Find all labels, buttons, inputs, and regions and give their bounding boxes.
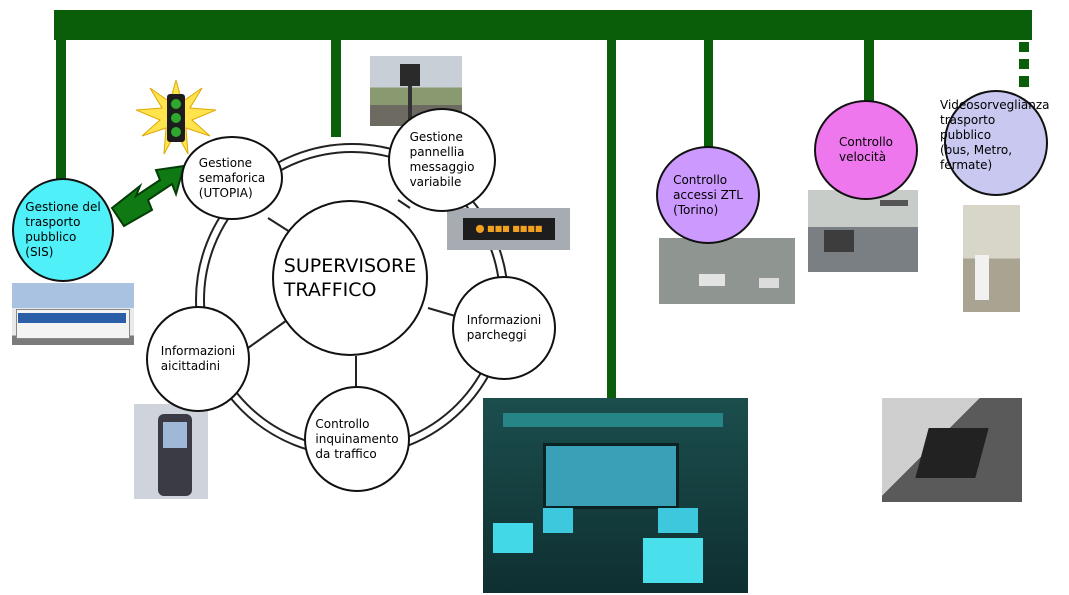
drop-line-controlroom bbox=[607, 40, 616, 398]
parcheggi-line: parcheggi bbox=[466, 328, 527, 342]
video-line: trasporto bbox=[940, 113, 996, 127]
drop-line-velocita bbox=[864, 40, 874, 102]
center-label-line1: SUPERVISORE bbox=[283, 255, 417, 277]
supervisore-traffico-node: SUPERVISORE TRAFFICO bbox=[272, 200, 428, 356]
video-line: (bus, Metro, bbox=[940, 143, 1013, 157]
bidirectional-arrow-icon bbox=[110, 164, 186, 228]
inquinamento-line: da traffico bbox=[315, 446, 377, 461]
drop-line-trasporto bbox=[56, 40, 66, 180]
video-line: pubblico bbox=[940, 128, 992, 142]
pannelli-line: pannellia bbox=[409, 145, 465, 159]
network-bus bbox=[54, 10, 1032, 40]
video-line: Videosorveglianza bbox=[940, 98, 1050, 112]
photo-phone bbox=[134, 404, 208, 499]
drop-line-video-dash-1 bbox=[1019, 42, 1029, 52]
inquinamento-line: Controllo bbox=[315, 416, 370, 431]
velocita-line: Controllo bbox=[838, 135, 894, 149]
trasporto-line: (SIS) bbox=[25, 245, 54, 259]
photo-bus-stop bbox=[963, 205, 1020, 312]
photo-message-panel: ⬤ ■■■ ■■■■ bbox=[447, 208, 570, 250]
ztl-line: (Torino) bbox=[673, 202, 719, 217]
node-gestione-pannelli: Gestione pannellia messaggio variabile bbox=[388, 108, 496, 212]
photo-ztl-camera bbox=[659, 238, 795, 304]
velocita-line: velocità bbox=[838, 150, 887, 164]
semaforica-line: semaforica bbox=[198, 170, 266, 185]
pannelli-line: Gestione bbox=[409, 130, 463, 144]
semaforica-line: Gestione bbox=[198, 155, 253, 170]
node-controllo-inquinamento: Controllo inquinamento da traffico bbox=[304, 386, 410, 492]
ztl-line: Controllo bbox=[673, 172, 728, 187]
trasporto-line: pubblico bbox=[25, 230, 77, 244]
inquinamento-line: inquinamento bbox=[315, 431, 399, 446]
semaforica-line: (UTOPIA) bbox=[198, 185, 253, 200]
photo-bus bbox=[12, 283, 134, 345]
photo-speed-road bbox=[808, 190, 918, 272]
node-controllo-ztl: Controllo accessi ZTL (Torino) bbox=[656, 146, 760, 244]
photo-car-camera bbox=[882, 398, 1022, 502]
node-gestione-trasporto: Gestione del trasporto pubblico (SIS) bbox=[12, 178, 114, 282]
cittadini-line: aicittadini bbox=[160, 359, 221, 373]
drop-line-video-dash-2 bbox=[1019, 59, 1029, 69]
traffic-light-icon bbox=[136, 80, 216, 156]
pannelli-line: messaggio bbox=[409, 160, 475, 174]
node-informazioni-parcheggi: Informazioni parcheggi bbox=[452, 276, 556, 380]
trasporto-line: Gestione del bbox=[25, 200, 101, 214]
cittadini-line: Informazioni bbox=[160, 344, 236, 358]
drop-line-supervisore bbox=[331, 40, 341, 137]
node-gestione-semaforica: Gestione semaforica (UTOPIA) bbox=[181, 136, 283, 220]
drop-line-ztl bbox=[704, 40, 713, 148]
photo-control-room bbox=[483, 398, 748, 593]
node-videosorveglianza: Videosorveglianza trasporto pubblico (bu… bbox=[940, 90, 1050, 196]
ztl-line: accessi ZTL bbox=[673, 187, 743, 202]
node-controllo-velocita: Controllo velocità bbox=[814, 100, 918, 200]
center-label-line2: TRAFFICO bbox=[283, 279, 377, 301]
parcheggi-line: Informazioni bbox=[466, 313, 542, 327]
drop-line-video-dash-3 bbox=[1019, 76, 1029, 87]
pannelli-line: variabile bbox=[409, 175, 462, 189]
node-informazioni-cittadini: Informazioni aicittadini bbox=[146, 306, 250, 412]
trasporto-line: trasporto bbox=[25, 215, 81, 229]
video-line: fermate) bbox=[940, 158, 993, 172]
